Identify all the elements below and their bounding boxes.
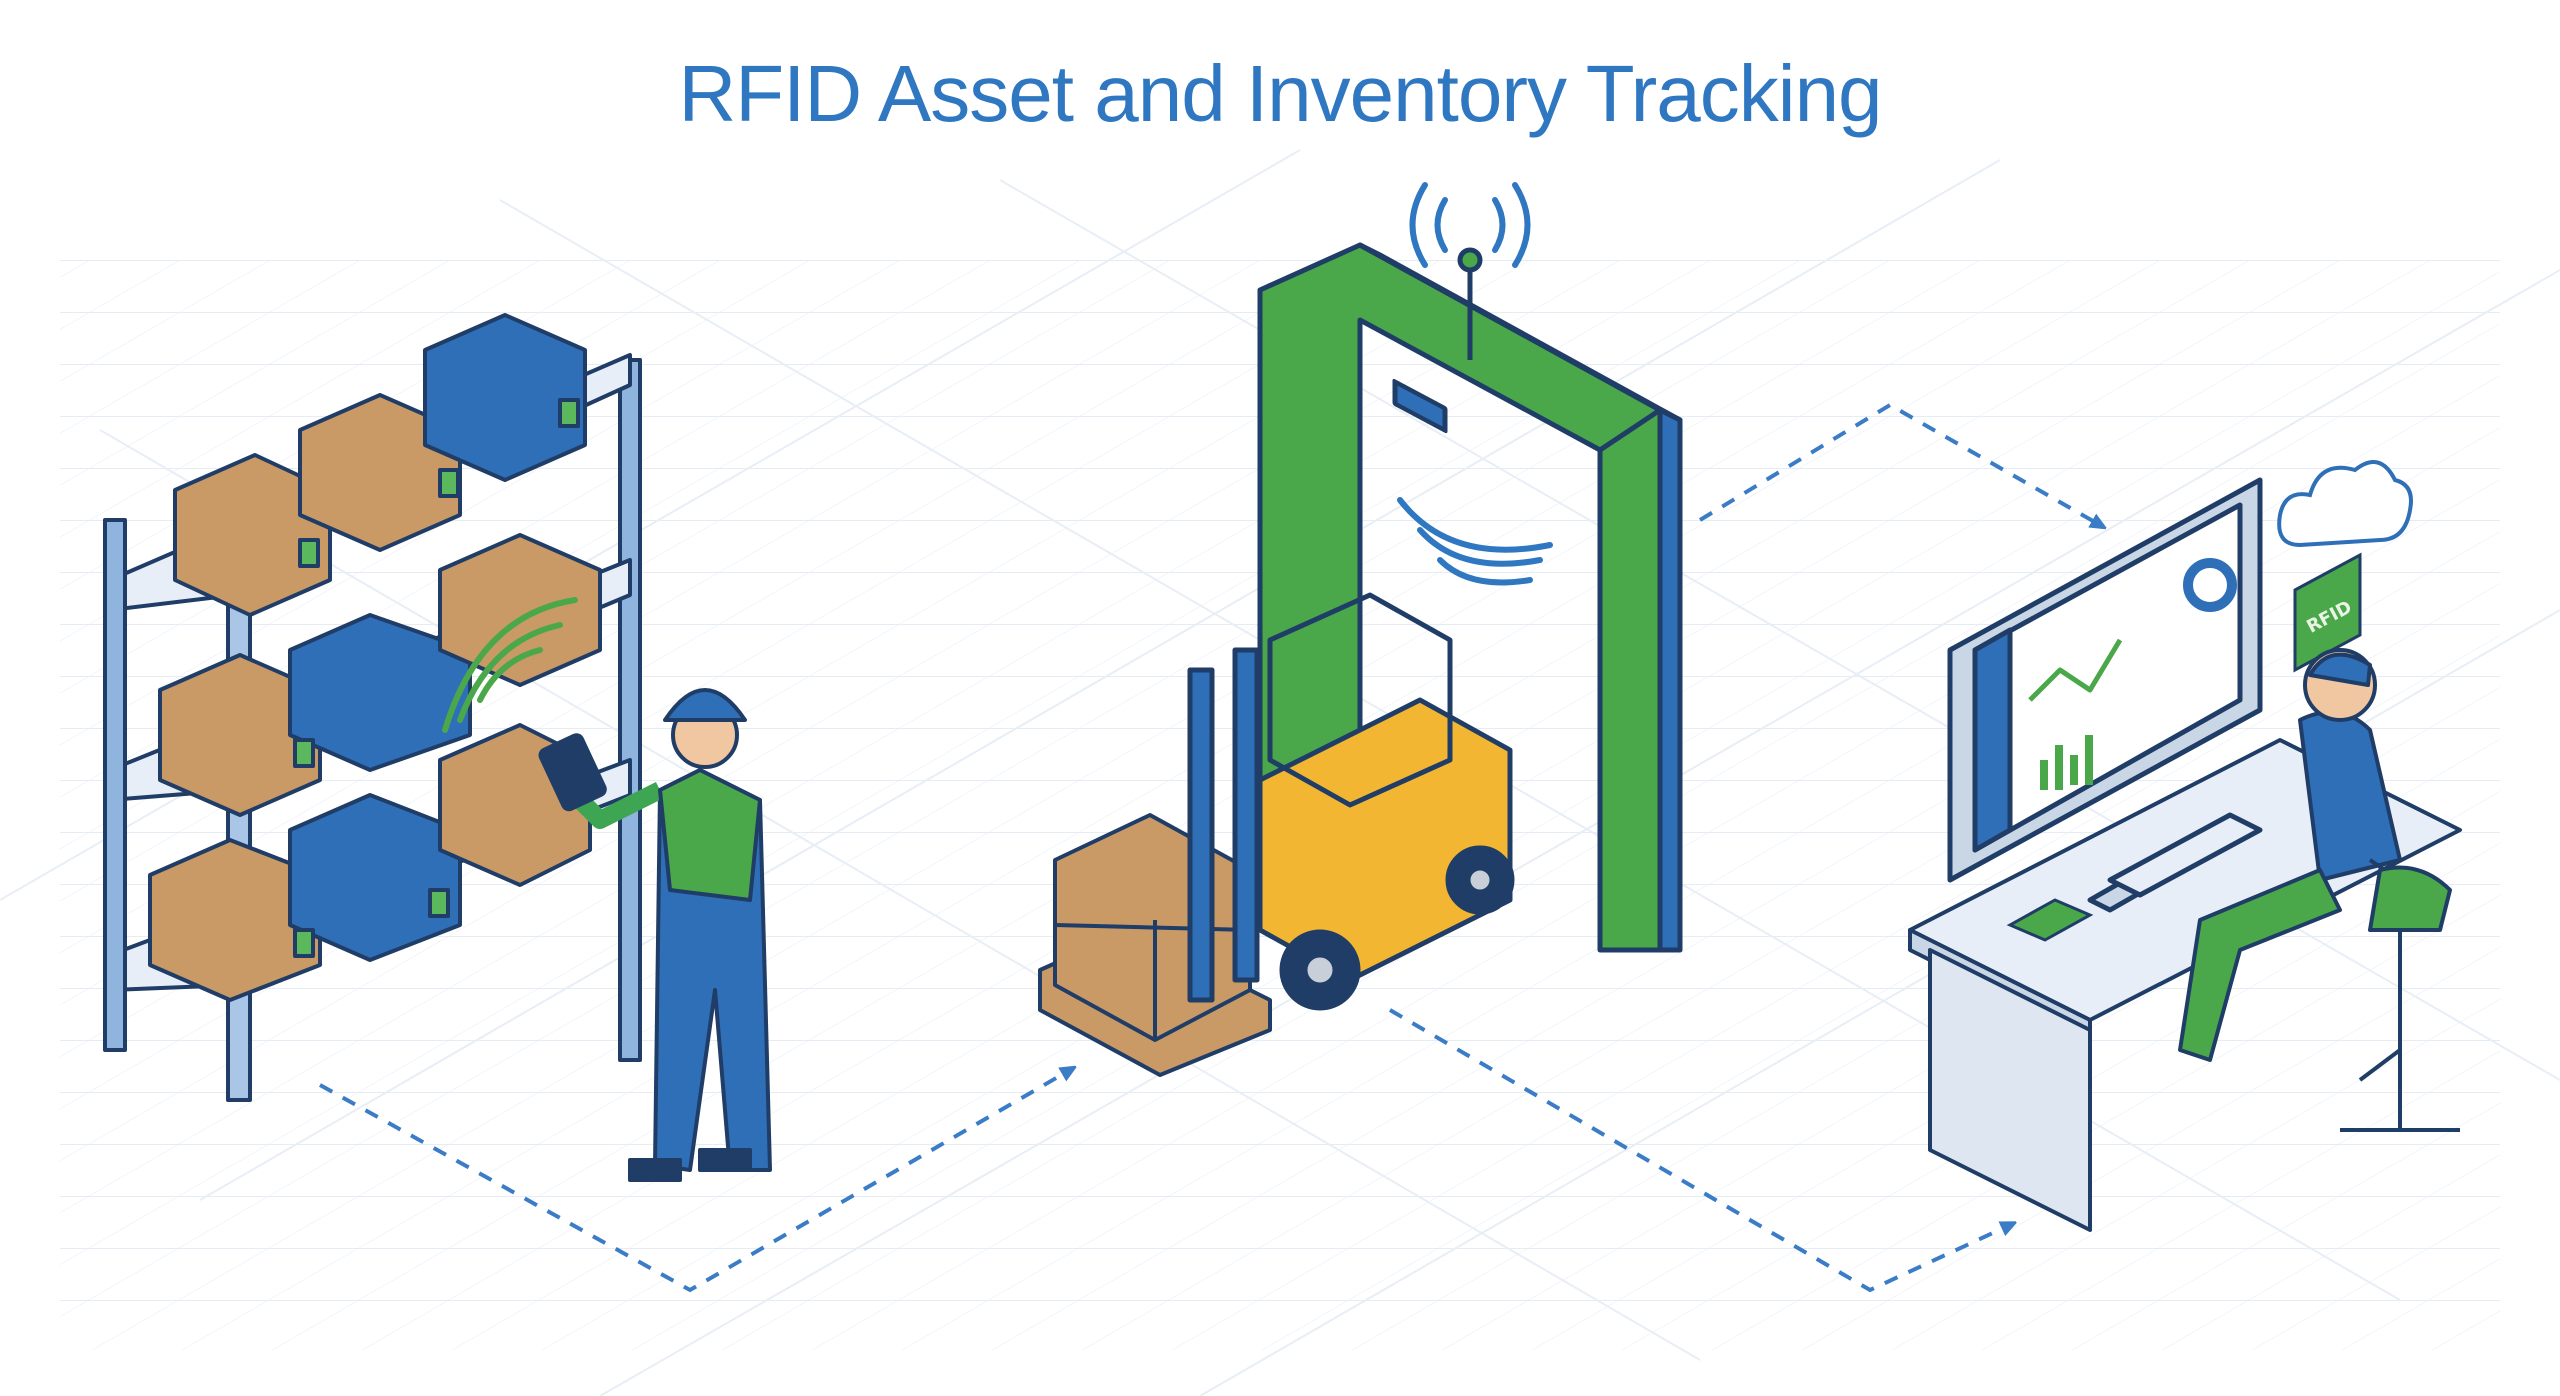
flow-arrow-icon — [1388, 1008, 2010, 1293]
flow-arrows — [319, 402, 2100, 1293]
computer-dashboard-icon — [1947, 477, 2263, 913]
flow-arrow-icon — [319, 1070, 1070, 1293]
forklift-icon — [1187, 592, 1515, 1011]
scan-waves — [442, 597, 578, 733]
operator-icon — [2178, 648, 2460, 1132]
warehouse-shelf-icon — [103, 313, 642, 1102]
diagram-title: RFID Asset and Inventory Tracking — [678, 49, 1882, 138]
desk-rfid-tag-icon — [2006, 898, 2094, 942]
worker-handheld-scanner-icon — [538, 688, 772, 1182]
rfid-tag-icon: RFID — [2293, 552, 2362, 673]
cloud-icon — [2277, 460, 2413, 548]
gate-signal-waves — [1397, 182, 1553, 586]
